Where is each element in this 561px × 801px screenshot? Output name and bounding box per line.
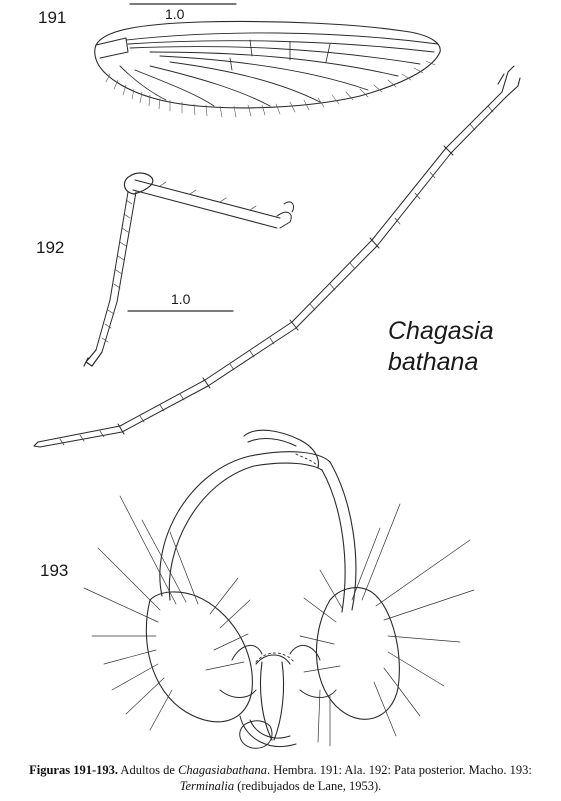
figure-number-193: 193: [40, 561, 69, 580]
wing-vein: [119, 65, 167, 101]
species-name: Chagasia bathana: [388, 316, 494, 378]
terminalia-drawing: [83, 429, 475, 749]
leg-long-tarsus: [33, 65, 521, 448]
tarsus-base: [33, 441, 41, 448]
figure-number-191: 191: [38, 8, 67, 27]
leg-tibia: [109, 191, 137, 303]
caption-species: Chagasiabathana: [178, 763, 267, 777]
species-genus: Chagasia: [388, 317, 494, 345]
tarsus-scales: [59, 105, 494, 446]
caption-part3: (redibujados de Lane, 1953).: [234, 779, 382, 793]
wing-vein: [149, 65, 271, 107]
clasper-right: [321, 461, 357, 613]
caption-part2: . Hembra. 191: Ala. 192: Pata posterior.…: [266, 763, 532, 777]
figure-number-192: 192: [36, 238, 65, 257]
wing-base: [95, 37, 129, 59]
wing-scale-label: 1.0: [165, 6, 185, 22]
leg-coxa: [276, 201, 295, 229]
leg-drawing: [83, 172, 295, 367]
textured-lobe: [239, 720, 273, 749]
caption-lead: Figuras 191-193.: [29, 763, 118, 777]
basimere-left: [145, 591, 253, 723]
tarsus-segment: [37, 91, 503, 443]
tarsus-tip: [497, 65, 521, 98]
setae-right: [299, 503, 475, 747]
wing-fringe: [105, 60, 436, 118]
clasper-left: [159, 451, 331, 601]
setae-left: [83, 495, 251, 731]
leg-scale-label: 1.0: [171, 291, 191, 307]
dotted-suture: [255, 453, 319, 663]
central-lobe: [219, 645, 337, 698]
figure-caption: Figuras 191-193. Adultos de Chagasiabath…: [0, 762, 561, 794]
leg-claw: [83, 349, 103, 367]
clasper-tip: [243, 429, 320, 469]
tarsus-segment: [39, 96, 507, 448]
wing-vein: [159, 55, 369, 91]
wing-outline: [94, 20, 441, 109]
wing-vein: [129, 46, 421, 65]
wing-cross-vein: [229, 39, 331, 71]
wing-vein: [125, 32, 439, 45]
wing-vein: [134, 69, 215, 107]
leg-tarsus: [95, 299, 118, 353]
wing-drawing: [94, 3, 441, 118]
wing-vein: [169, 61, 321, 103]
leg-femur: [132, 179, 281, 229]
leg-knee: [123, 172, 154, 195]
basimere-right: [315, 587, 400, 720]
tergite-base: [239, 715, 297, 747]
wing-vein: [149, 51, 399, 77]
caption-term: Terminalia: [179, 779, 235, 793]
leg-scales: [101, 181, 257, 343]
species-epithet: bathana: [388, 348, 479, 376]
wing-vein: [127, 40, 435, 53]
aedeagus: [255, 654, 291, 741]
caption-part1: Adultos de: [118, 763, 179, 777]
tarsus-joint: [117, 145, 454, 435]
